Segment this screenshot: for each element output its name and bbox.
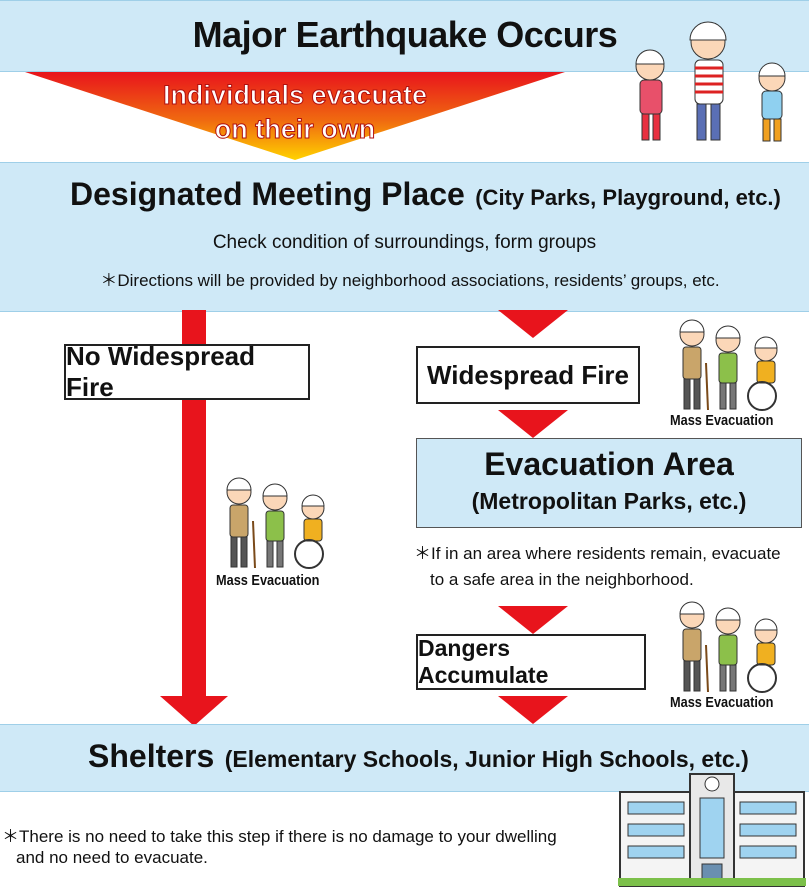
- evacuation-area-subtitle: (Metropolitan Parks, etc.): [471, 488, 747, 514]
- right-mass-evacuation-caption-1: Mass Evacuation: [670, 412, 774, 429]
- no-widespread-fire-box: No Widespread Fire: [64, 341, 310, 402]
- funnel-text-1: Individuals evacuate: [162, 80, 428, 111]
- elderly-evacuation-illustration-3: [679, 601, 778, 693]
- evacuation-note-line-1: ＊If in an area where residents remain, e…: [414, 544, 781, 563]
- arrow-to-dangers: [498, 606, 568, 634]
- shelters-band: [0, 724, 809, 792]
- shelters-subtitle: (Elementary Schools, Junior High Schools…: [224, 746, 749, 772]
- shelters-heading: Shelters (Elementary Schools, Junior Hig…: [88, 738, 749, 775]
- meeting-line-2: ＊Directions will be provided by neighbor…: [100, 271, 720, 290]
- left-mass-evacuation-caption: Mass Evacuation: [216, 572, 320, 589]
- meeting-subtitle: (City Parks, Playground, etc.): [475, 185, 781, 210]
- header-band: [0, 0, 809, 72]
- footnote-line-2: and no need to evacuate.: [16, 848, 208, 867]
- dangers-accumulate-box: Dangers Accumulate: [416, 634, 646, 690]
- elderly-evacuation-illustration: [226, 477, 325, 569]
- family-evacuation-illustration: [635, 21, 786, 142]
- right-mass-evacuation-caption-2: Mass Evacuation: [670, 694, 774, 711]
- arrow-to-shelters: [498, 696, 568, 724]
- evacuation-area-title: Evacuation Area: [484, 446, 734, 482]
- meeting-heading: Designated Meeting Place (City Parks, Pl…: [70, 176, 781, 213]
- widespread-fire-box: Widespread Fire: [416, 346, 640, 404]
- elderly-evacuation-illustration-2: [679, 319, 778, 411]
- page-title: Major Earthquake Occurs: [192, 14, 618, 55]
- funnel-arrow: [25, 72, 565, 160]
- footnote-line-1: ＊There is no need to take this step if t…: [2, 827, 557, 846]
- arrow-to-widespread-fire: [498, 310, 568, 338]
- evacuation-area-box: [416, 438, 802, 528]
- meeting-title: Designated Meeting Place: [70, 176, 465, 212]
- school-building-illustration: [618, 773, 806, 887]
- arrow-to-evacuation-area: [498, 410, 568, 438]
- meeting-band: [0, 162, 809, 312]
- funnel-text-2: on their own: [214, 114, 376, 145]
- evacuation-note-line-2: to a safe area in the neighborhood.: [430, 570, 694, 589]
- shelters-title: Shelters: [88, 738, 215, 774]
- meeting-line-1: Check condition of surroundings, form gr…: [212, 232, 597, 253]
